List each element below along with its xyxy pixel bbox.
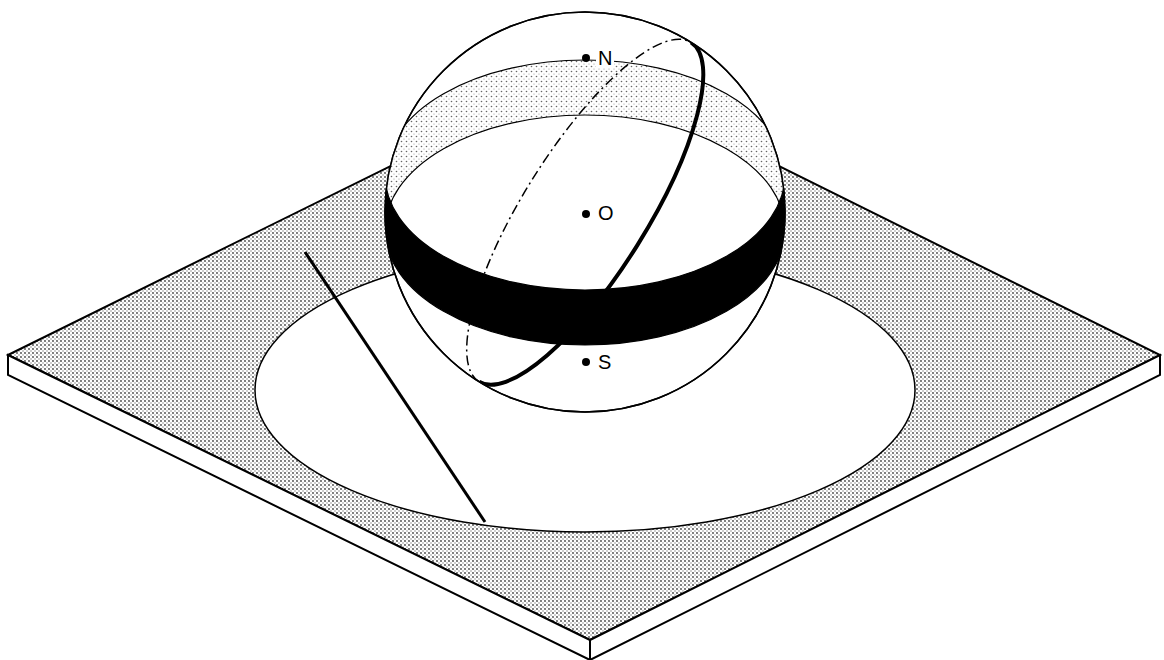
point-label: N — [596, 48, 614, 68]
point-dot — [582, 210, 590, 218]
point-label: O — [596, 203, 616, 223]
point-dot — [582, 358, 590, 366]
point-dot — [582, 54, 590, 62]
point-label: S — [596, 352, 613, 372]
